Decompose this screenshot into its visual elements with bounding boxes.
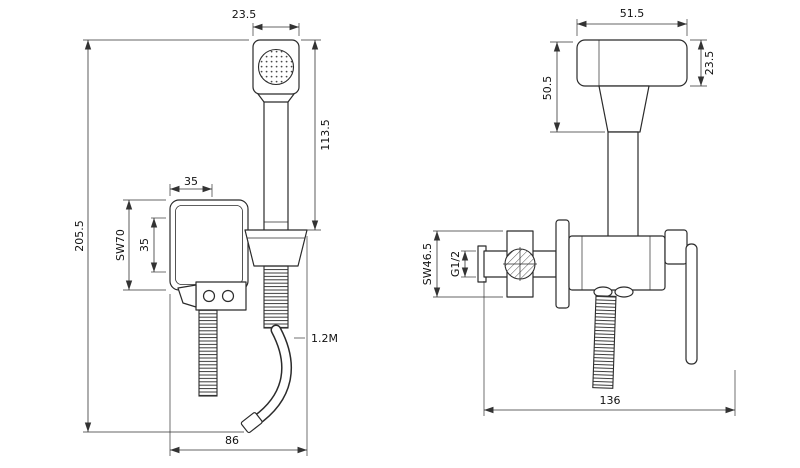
dim-label-head-height: 23.5 [703, 51, 716, 76]
hose-end-nut [240, 412, 263, 434]
hose-length-callout: 1.2M [294, 332, 338, 345]
flex-hose-core [250, 326, 291, 426]
side-view-dimensions: 51.5 23.5 50.5 SW46.5 G1/2 [421, 7, 736, 416]
lever-handle [685, 243, 698, 365]
dim-label-overall-height: 205.5 [73, 220, 86, 252]
dimension-head-drop: 50.5 [541, 41, 605, 133]
sprayer-handle [263, 101, 289, 235]
holder-cup [244, 229, 308, 267]
side-view [477, 39, 698, 389]
dimension-body-height: 113.5 [300, 39, 332, 231]
dimension-head-length: 51.5 [576, 7, 688, 36]
front-view-dimensions: 23.5 113.5 205.5 35 SW70 [73, 8, 338, 456]
valve-cap-right [221, 289, 235, 303]
wall-flange-side [555, 219, 570, 309]
dimension-base-width: 86 [169, 236, 308, 456]
dim-label-hose-length: 1.2M [311, 332, 338, 345]
dimension-plate-offset: 35 [169, 175, 213, 197]
dim-label-valve-sw: SW46.5 [421, 243, 434, 285]
dim-label-head-drop: 50.5 [541, 76, 554, 101]
head-neck-side [598, 85, 650, 133]
sprayer-head-side [576, 39, 688, 87]
dimension-plate-sw: SW70 [114, 199, 166, 291]
head-neck [257, 93, 295, 103]
dimension-head-width: 23.5 [232, 8, 300, 36]
dim-label-body-height: 113.5 [319, 119, 332, 151]
dimension-overall-height: 205.5 [73, 39, 249, 433]
threaded-outlet-pipe [198, 309, 218, 397]
dimension-overall-depth: 136 [483, 281, 736, 416]
dim-label-thread: G1/2 [449, 251, 462, 277]
lever-hub [664, 229, 688, 265]
hose-coil [263, 265, 289, 329]
dimension-valve-sw: SW46.5 [421, 230, 503, 298]
dim-label-plate-inner: 35 [138, 238, 151, 252]
valve-spout [177, 284, 197, 308]
wall-plate [169, 199, 249, 291]
dim-label-plate-sw: SW70 [114, 229, 127, 261]
dim-label-base-width: 86 [225, 434, 239, 447]
dim-label-overall-depth: 136 [600, 394, 621, 407]
valve-cap-left [202, 289, 216, 303]
dimension-plate-inner: 35 [138, 217, 166, 273]
valve-body-side [568, 235, 666, 291]
dim-label-head-length: 51.5 [620, 7, 645, 20]
dim-label-head-width: 23.5 [232, 8, 257, 21]
dimension-thread: G1/2 [449, 250, 476, 278]
hose-coil-side [592, 295, 617, 389]
dimension-head-height: 23.5 [690, 39, 716, 87]
spray-face [257, 48, 295, 86]
handle-tube-side [607, 131, 639, 239]
front-view [169, 39, 308, 434]
outlet-cap-right [614, 286, 634, 298]
dim-label-plate-offset: 35 [184, 175, 198, 188]
